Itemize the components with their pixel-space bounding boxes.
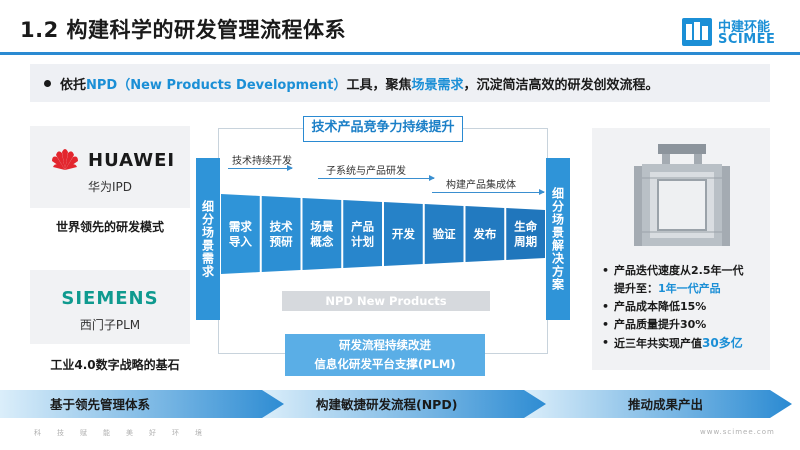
scene-solution-bar: 细分场景解决方案 [546,158,570,320]
intro-text: 依托NPD（New Products Development）工具，聚焦场景需求… [60,74,659,93]
phase-block [261,196,301,272]
phase-label: 发布 [472,227,496,241]
intro-middle: 工具，聚焦 [346,78,412,93]
result-iteration-value: 1年一代产品 [658,282,721,295]
phase-block [424,204,464,264]
flow-label-management: 基于领先管理体系 [49,397,151,412]
huawei-card: HUAWEI 华为IPD [30,126,190,208]
intro-highlight-npd: NPD（New Products Development） [86,78,347,93]
footer-url: www.scimee.com [700,428,775,436]
sluice-gate-product-image [628,142,736,250]
logo-cn-text: 中建环能 [718,20,771,35]
siemens-caption: 工业4.0数字战略的基石 [50,358,180,372]
phase-label: 验证 [433,227,456,241]
result-iteration-sub: 提升至：1年一代产品 [600,280,770,298]
intro-banner: 依托NPD（New Products Development）工具，聚焦场景需求… [30,64,770,102]
phase-label: 计划 [351,235,374,249]
siemens-card: SIEMENS 西门子PLM [30,270,190,344]
phase-label: 产品 [351,220,374,234]
stage-arrow-subsystem [318,175,435,181]
phase-block [221,194,260,274]
bottom-flow-arrows: 基于领先管理体系 构建敏捷研发流程(NPD) 推动成果产出 [0,384,800,424]
stage-label-integration: 构建产品集成体 [446,180,516,191]
flow-arrow-3 [524,390,792,418]
phase-block [302,198,342,270]
npd-phase-funnel: 需求导入 技术预研 场景概念 产品计划 开发 验证 发布 生命周期 [220,194,546,274]
flow-label-npd: 构建敏捷研发流程(NPD) [316,397,457,412]
flow-arrow-2 [262,390,552,418]
phase-label: 预研 [270,235,293,249]
footer-slogan: 科技赋能美好环境 [34,429,218,437]
phase-label: 周期 [514,235,537,249]
page-title: 1.2 构建科学的研发管理流程体系 [20,18,347,42]
bullet-icon [44,80,51,87]
intro-suffix: ，沉淀简洁高效的研发创效流程。 [463,78,659,93]
result-quality: 产品质量提升30% [600,316,770,334]
logo-en-text: SCIMEE [718,32,776,47]
stage-label-subsystem: 子系统与产品研发 [326,166,406,177]
phase-block [384,202,423,266]
result-iteration: 产品迭代速度从2.5年一代 [600,262,770,280]
huawei-subtitle: 华为IPD [87,180,133,194]
result-iteration-prefix: 提升至： [614,282,658,295]
process-improve-text: 研发流程持续改进 [339,338,431,352]
phase-block [465,206,505,262]
phase-label: 开发 [392,227,415,241]
stage-arrow-integration [432,189,545,195]
stage-label-tech: 技术持续开发 [232,156,292,167]
npd-label-bar: NPD New Products Development [282,291,490,328]
phase-label: 导入 [229,235,252,249]
phase-label: 概念 [310,235,333,249]
huawei-wordmark: HUAWEI [88,150,176,171]
result-output-value: 30多亿 [702,336,743,350]
scene-demand-bar: 细分场景需求 [196,158,220,320]
phase-label: 场景 [310,220,333,234]
phase-label: 需求 [229,220,252,234]
flow-arrow-1 [0,390,290,418]
phase-label: 技术 [270,220,293,234]
result-output: 近三年共实现产值30多亿 [600,334,770,353]
company-logo: 中建环能 SCIMEE [682,16,790,50]
huawei-flower-icon [50,146,80,172]
improvement-box: 研发流程持续改进 信息化研发平台支撑(PLM) [285,334,485,376]
result-cost: 产品成本降低15% [600,298,770,316]
phase-label: 生命 [514,220,537,234]
results-list: 产品迭代速度从2.5年一代 提升至：1年一代产品 产品成本降低15% 产品质量提… [600,262,770,353]
stage-arrow-tech [228,165,293,171]
intro-prefix: 依托 [60,78,87,93]
phase-block [343,200,382,268]
flow-label-results: 推动成果产出 [628,397,703,412]
result-output-prefix: 近三年共实现产值 [614,337,702,350]
siemens-subtitle: 西门子PLM [79,318,141,332]
plm-support-text: 信息化研发平台支撑(PLM) [314,357,456,371]
siemens-wordmark: SIEMENS [61,288,159,309]
logo-mark-icon [682,18,712,46]
huawei-caption: 世界领先的研发模式 [55,220,164,234]
competitiveness-label: 技术产品竞争力持续提升 [303,116,463,142]
intro-highlight-scene: 场景需求 [411,78,464,93]
phase-block [506,208,545,260]
title-divider [0,52,800,55]
